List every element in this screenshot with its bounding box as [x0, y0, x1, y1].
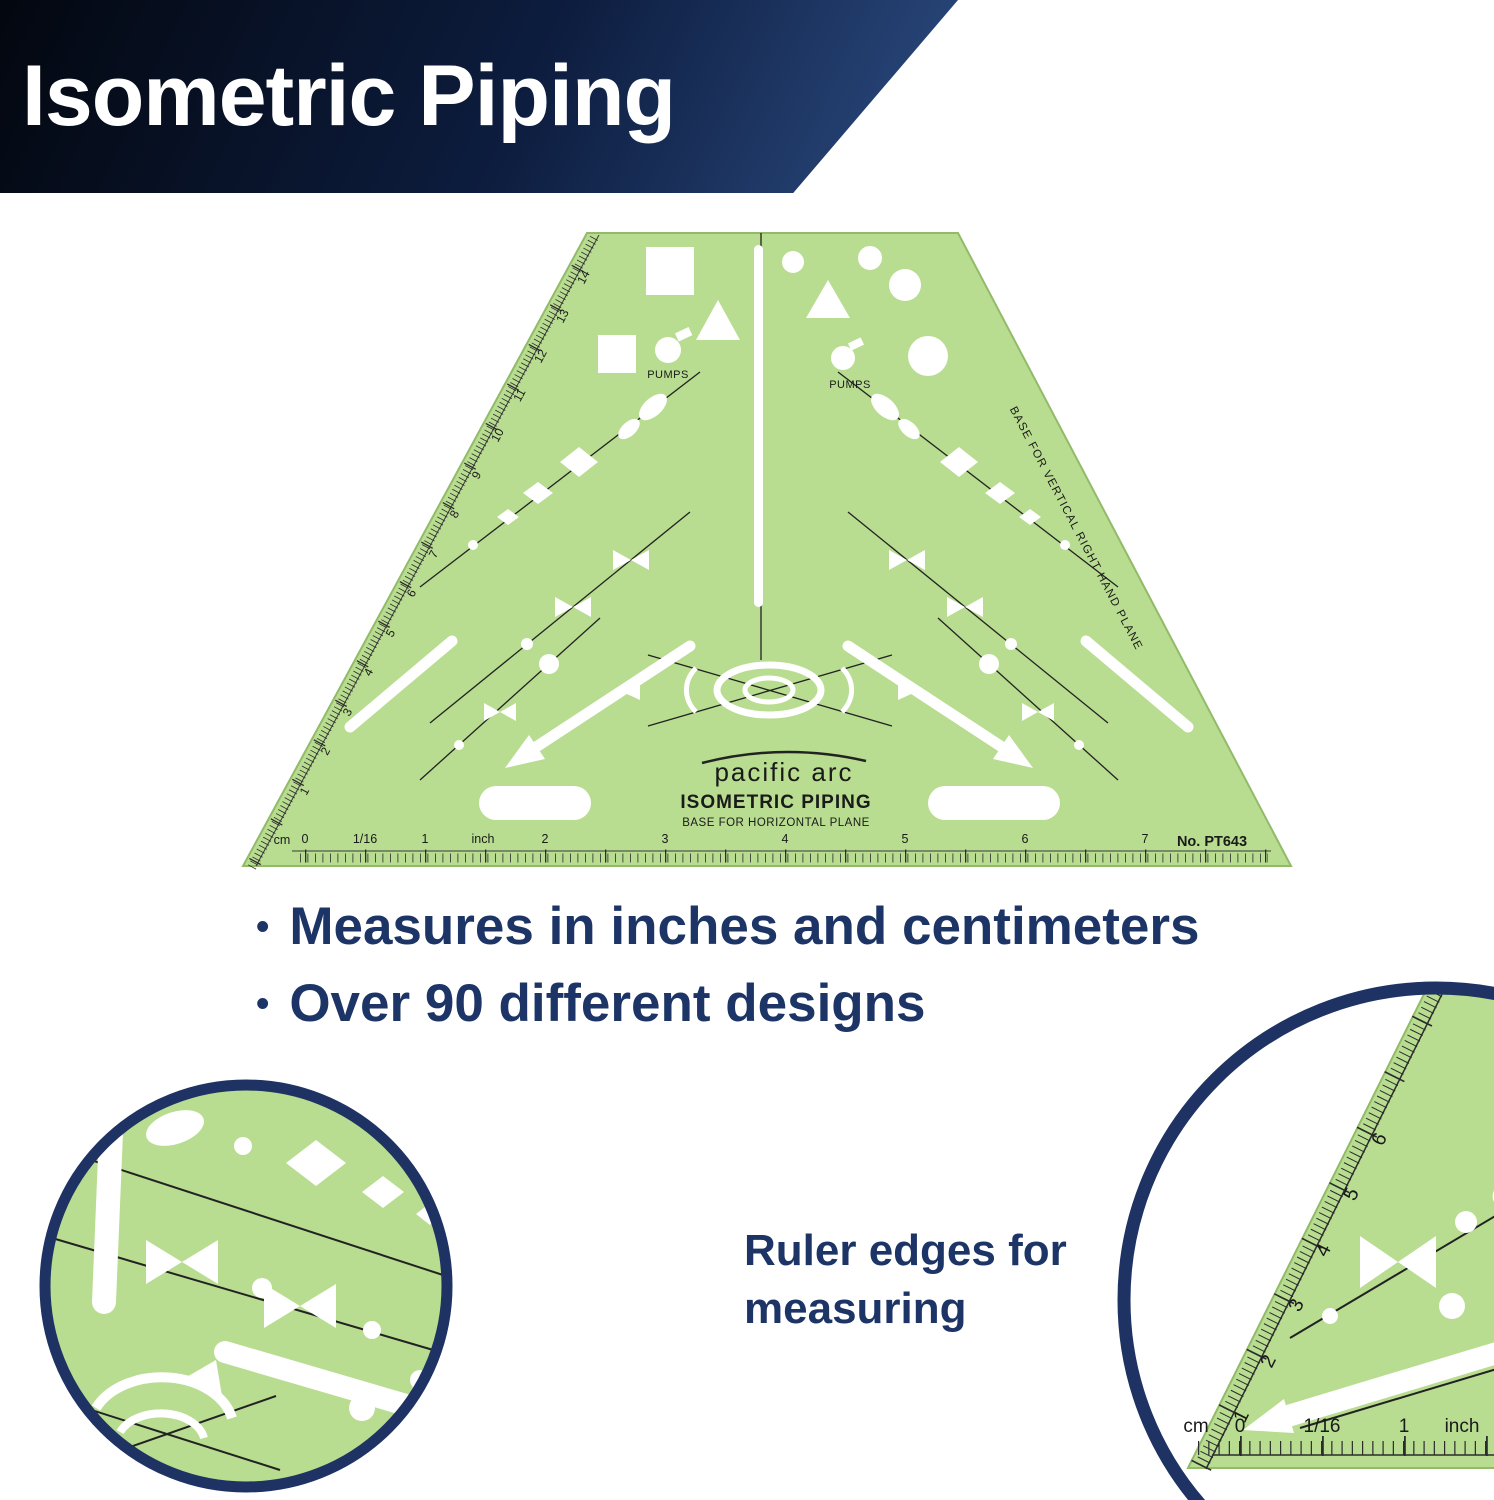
inset-right-cm-ticks: [1191, 988, 1460, 1471]
svg-text:0: 0: [1235, 1416, 1246, 1437]
plane-label: BASE FOR HORIZONTAL PLANE: [682, 817, 870, 829]
stencil-template: pacific arc ISOMETRIC PIPING BASE FOR HO…: [241, 232, 1293, 873]
inch-ruler-labels: cm 0 1/16 1 inch 2 3 4 5 6 7: [274, 832, 1149, 847]
bullet-item: • Measures in inches and centimeters: [256, 896, 1200, 957]
long-slots: [344, 635, 1194, 755]
brand-swoosh: [701, 750, 867, 765]
symbol-cutouts: [454, 245, 1084, 820]
product-name: ISOMETRIC PIPING: [680, 792, 871, 813]
pumps-label-left: PUMPS: [647, 369, 689, 381]
svg-text:14: 14: [574, 268, 593, 287]
model-number: No. PT643: [1177, 834, 1247, 850]
svg-text:2: 2: [542, 832, 549, 846]
bullet-text: Measures in inches and centimeters: [289, 897, 1200, 956]
ruler-callout: Ruler edges for measuring: [744, 1222, 1067, 1338]
svg-text:inch: inch: [1445, 1416, 1480, 1437]
zoom-circle-border-left: [39, 1079, 453, 1493]
svg-text:cm: cm: [1183, 1416, 1208, 1437]
zoom-inset-right: cm 0 1/16 1 inch 1 2 3 4 5 6: [1117, 981, 1494, 1500]
svg-text:3: 3: [662, 832, 669, 846]
svg-text:10: 10: [488, 426, 507, 445]
svg-text:1: 1: [422, 832, 429, 846]
bullet-marker: •: [256, 905, 270, 948]
ruler-baselines: [255, 234, 1271, 867]
header-banner: Isometric Piping: [0, 0, 958, 193]
bullet-item: • Over 90 different designs: [256, 973, 1200, 1034]
svg-text:1: 1: [1399, 1416, 1410, 1437]
svg-text:inch: inch: [472, 832, 495, 846]
pumps-label-right: PUMPS: [829, 379, 871, 391]
svg-text:5: 5: [902, 832, 909, 846]
svg-text:6: 6: [1022, 832, 1029, 846]
bullet-text: Over 90 different designs: [289, 974, 926, 1033]
inset-right-slot: [1277, 1341, 1494, 1427]
cm-unit-label: cm: [274, 833, 291, 847]
center-ellipse-feature: [683, 661, 855, 719]
svg-text:1/16: 1/16: [1304, 1416, 1341, 1437]
brand-text: pacific arc: [714, 757, 853, 787]
page-title: Isometric Piping: [22, 48, 676, 144]
bullet-marker: •: [256, 982, 270, 1025]
svg-text:1/16: 1/16: [353, 832, 377, 846]
inset-right-chain-lines: [1289, 1129, 1494, 1429]
symbol-chain-lines: [419, 233, 1119, 781]
ruler-callout-line1: Ruler edges for: [744, 1226, 1067, 1275]
ruler-callout-line2: measuring: [744, 1284, 967, 1334]
svg-text:4: 4: [782, 832, 789, 846]
svg-text:7: 7: [1142, 832, 1149, 846]
zoom-inset-left: [39, 1079, 453, 1493]
zoom-circle-border-right: [1117, 981, 1494, 1500]
inset-right-inch-ticks: [1198, 1436, 1494, 1456]
feature-bullet-list: • Measures in inches and centimeters • O…: [256, 896, 1200, 1050]
svg-text:12: 12: [531, 347, 550, 366]
svg-text:0: 0: [302, 832, 309, 846]
svg-text:13: 13: [553, 307, 572, 326]
